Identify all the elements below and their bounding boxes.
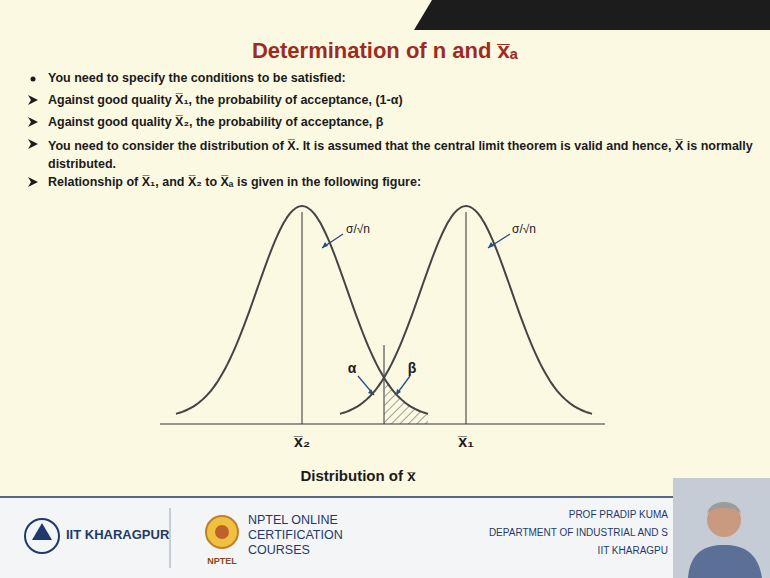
bullet-arrow xyxy=(28,117,38,127)
video-frame xyxy=(673,478,770,578)
presenter-video xyxy=(673,478,770,578)
sigma-leader xyxy=(322,234,343,248)
mean-line xyxy=(466,212,467,424)
bullet-arrow xyxy=(28,95,38,105)
institute-name: IIT KHARAGPU xyxy=(598,545,668,557)
axis-caption: Distribution of x̅ xyxy=(301,467,416,485)
bullet-dot xyxy=(31,77,36,82)
acceptance-line xyxy=(384,345,385,424)
mean-label: x̅₁ xyxy=(458,432,474,451)
logo-ring xyxy=(206,516,238,548)
logo-mark xyxy=(215,525,229,539)
axis-line xyxy=(160,423,605,424)
presenter-body xyxy=(688,545,762,578)
slide-title: Determination of n and x̅ₐ xyxy=(252,38,518,64)
sigma-label: σ/√n xyxy=(346,222,370,236)
department-name: DEPARTMENT OF INDUSTRIAL AND S xyxy=(489,527,668,539)
normal-curve xyxy=(340,206,592,414)
arrow-head xyxy=(322,242,328,248)
institute-name: IIT KHARAGPUR xyxy=(66,527,169,543)
mean-label: x̅₂ xyxy=(294,432,310,451)
presenter-head xyxy=(707,503,741,537)
footer-rule xyxy=(0,496,770,498)
bullet-arrow xyxy=(28,139,38,149)
bullet-text: Against good quality X̅₁, the probabilit… xyxy=(48,93,403,108)
bullet-text: You need to specify the conditions to be… xyxy=(48,71,346,86)
sigma-label: σ/√n xyxy=(512,222,536,236)
mean-line xyxy=(302,212,303,424)
beta-label: β xyxy=(408,360,417,377)
bullet-marks xyxy=(28,77,38,188)
alpha-label: α xyxy=(348,360,357,377)
header-band xyxy=(414,0,770,30)
alpha-leader xyxy=(358,376,374,395)
logo-text: NPTEL xyxy=(207,556,237,567)
bullet-text: Relationship of X̅₁, and X̅₂ to X̅ₐ is g… xyxy=(48,175,421,190)
logo-mark xyxy=(32,523,52,540)
footer-band xyxy=(0,497,770,578)
presenter-name: PROF PRADIP KUMA xyxy=(569,509,668,521)
bullet-text: Against good quality X̅₂, the probabilit… xyxy=(48,115,383,130)
course-name: NPTEL ONLINE CERTIFICATION COURSES xyxy=(248,513,398,558)
distribution-figure xyxy=(160,206,605,424)
beta-leader xyxy=(396,376,410,395)
iit-logo xyxy=(25,519,59,553)
bullet-text: You need to consider the distribution of… xyxy=(48,137,760,173)
logo-ring xyxy=(25,519,59,553)
normal-curve xyxy=(176,206,428,414)
bullet-arrow xyxy=(28,177,38,187)
nptel-logo xyxy=(206,516,238,548)
presenter-hair xyxy=(707,502,741,514)
footer-divider xyxy=(170,508,171,568)
